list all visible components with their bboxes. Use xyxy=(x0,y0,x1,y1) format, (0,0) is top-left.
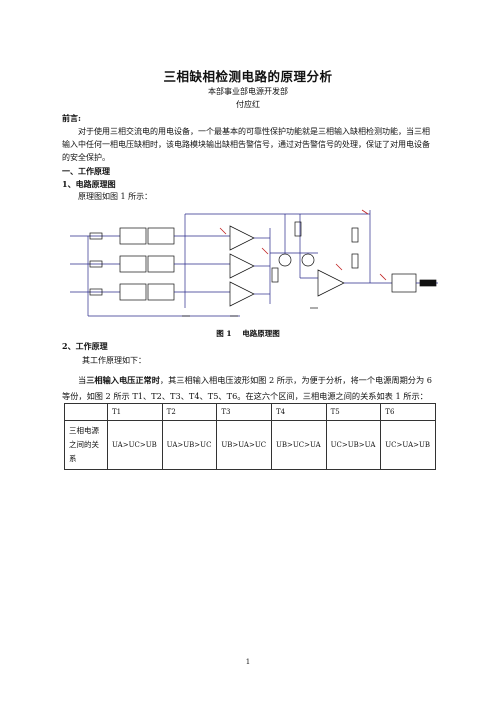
section2-rest: ，其三相输入相电压波形如图 2 所示，为便于分析，将一个电源周期分为 6 等份，… xyxy=(62,375,432,401)
ground-symbols xyxy=(182,307,318,317)
section2-intro: 其工作原理如下： xyxy=(82,356,146,365)
table-cell: UA>UB>UC xyxy=(161,420,218,470)
figure-label: 图 1 xyxy=(216,329,232,338)
optocoupler-blocks xyxy=(119,227,175,301)
figure-caption-text: 电路原理图 xyxy=(242,329,280,338)
power-rail xyxy=(174,210,371,308)
logic-wiring xyxy=(254,214,392,304)
table-header-row: T1 T2 T3 T4 T5 T6 xyxy=(64,403,436,421)
table-cell: UB>UA>UC xyxy=(216,420,272,470)
figure-caption: 图 1 电路原理图 xyxy=(0,328,496,339)
table-row: 三相电源之间的关系 UA>UC>UB UA>UB>UC UB>UA>UC UB>… xyxy=(64,420,436,470)
section1-1-text: 原理图如图 1 所示： xyxy=(78,192,153,201)
section2-paragraph: 当三相输入电压正常时，其三相输入相电压波形如图 2 所示，为便于分析，将一个电源… xyxy=(62,372,434,404)
table-header-cell: T1 xyxy=(107,403,163,421)
document-title: 三相缺相检测电路的原理分析 xyxy=(163,69,333,84)
table-header-cell: T2 xyxy=(161,403,218,421)
table-header-cell: T3 xyxy=(216,403,272,421)
input-resistors xyxy=(89,232,103,296)
preface-heading: 前言: xyxy=(62,113,81,123)
table-header-cell: T6 xyxy=(380,403,436,421)
section2-bold-phrase: 三相输入电压正常时 xyxy=(86,375,160,385)
table-cell: UA>UC>UB xyxy=(107,420,163,470)
transistor-elements xyxy=(271,221,359,283)
table-header-cell: T5 xyxy=(325,403,382,421)
comparator-triangles xyxy=(229,225,345,307)
section2-lead: 当 xyxy=(78,375,87,385)
circuit-schematic-figure xyxy=(70,209,438,317)
table-cell: UC>UA>UB xyxy=(380,420,436,470)
section2-heading: 2、工作原理 xyxy=(62,341,108,351)
section1-1-heading: 1、电路原理图 xyxy=(62,179,116,189)
table-header-cell xyxy=(64,403,108,421)
signal-markers xyxy=(219,209,387,281)
table-cell: UC>UB>UA xyxy=(325,420,382,470)
section1-heading: 一、工作原理 xyxy=(62,166,110,176)
output-optocoupler xyxy=(391,273,438,293)
department-line: 本部事业部电源开发部 xyxy=(208,87,288,96)
author-line: 付应红 xyxy=(236,100,260,109)
phase-relation-table: T1 T2 T3 T4 T5 T6 三相电源之间的关系 UA>UC>UB UA>… xyxy=(64,403,436,470)
input-wiring xyxy=(70,235,240,317)
preface-paragraph: 对于使用三相交流电的用电设备，一个最基本的可靠性保护功能就是三相输入缺相检测功能… xyxy=(62,127,430,162)
table-header-cell: T4 xyxy=(270,403,327,421)
table-cell: UB>UC>UA xyxy=(270,420,327,470)
table-row-label: 三相电源之间的关系 xyxy=(64,420,108,470)
page-number: 1 xyxy=(245,658,251,666)
